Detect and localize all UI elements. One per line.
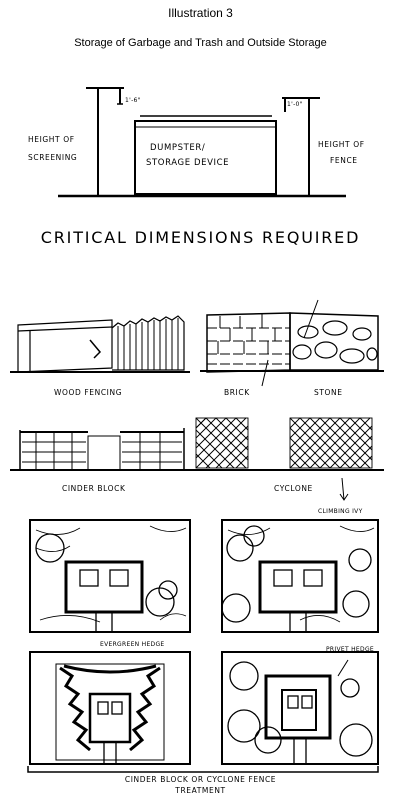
wood-fencing-sketch (10, 315, 190, 373)
left-dimension-label: 1'-6" (125, 97, 141, 104)
cyclone-sketch (186, 417, 384, 501)
cinder-block-label: CINDER BLOCK (62, 484, 126, 493)
right-dimension-label: 1'-0" (287, 101, 303, 108)
page-subtitle: Storage of Garbage and Trash and Outside… (74, 37, 327, 49)
treatment-caption-line1: CINDER BLOCK OR CYCLONE FENCE (124, 775, 277, 784)
brick-label: BRICK (224, 388, 250, 397)
cyclone-label: CYCLONE (274, 484, 313, 493)
plan-bottom-right (221, 651, 379, 765)
climbing-ivy-label: CLIMBING IVY (318, 508, 363, 515)
fence-label-line1: HEIGHT OF (318, 140, 365, 149)
screening-label-line1: HEIGHT OF (28, 135, 75, 144)
page-title: Illustration 3 (168, 6, 233, 20)
plan-bottom-left (29, 651, 191, 765)
dumpster-label-line2: STORAGE DEVICE (146, 158, 230, 168)
treatment-caption-line2: TREATMENT (175, 786, 226, 795)
evergreen-hedge-label: EVERGREEN HEDGE (100, 641, 165, 648)
privet-hedge-label: PRIVET HEDGE (326, 646, 374, 653)
screening-label-line2: SCREENING (28, 153, 78, 162)
brick-sketch (206, 312, 291, 373)
wood-fencing-label: WOOD FENCING (54, 388, 123, 397)
plan-top-right (221, 519, 379, 633)
dumpster-label-line1: DUMPSTER/ (150, 143, 206, 153)
fence-label-line2: FENCE (330, 156, 358, 165)
plan-top-left (29, 519, 191, 633)
critical-dimensions-heading: CRITICAL DIMENSIONS REQUIRED (40, 228, 361, 247)
stone-sketch (200, 299, 384, 387)
treatment-bracket (27, 766, 379, 773)
cinder-block-sketch (10, 428, 190, 471)
stone-label: STONE (314, 388, 343, 397)
elevation-diagram (58, 87, 346, 198)
